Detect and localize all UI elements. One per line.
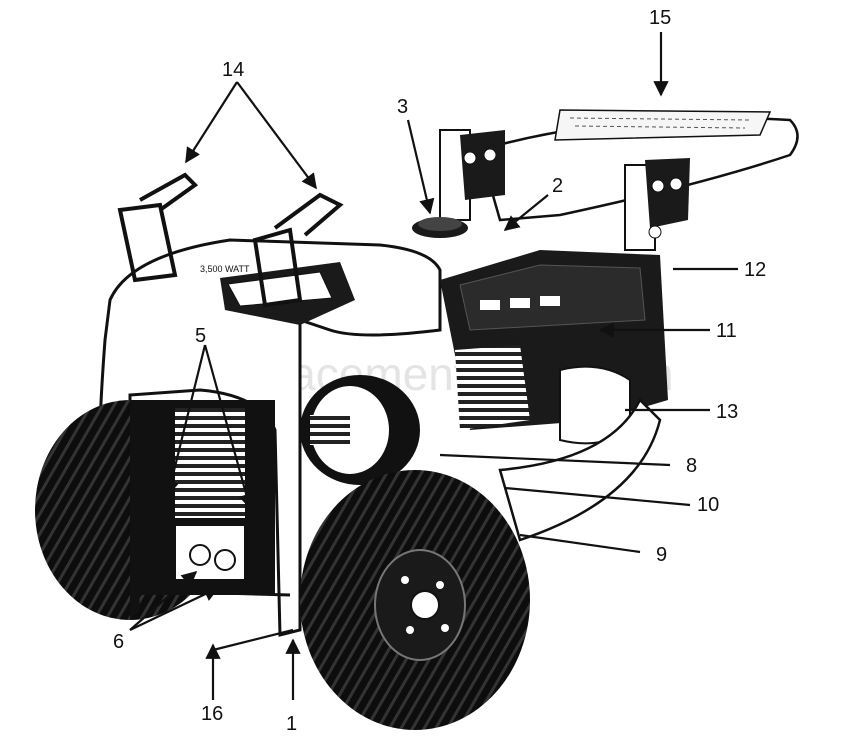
- callout-8: 8: [686, 455, 697, 477]
- callout-11: 11: [716, 320, 737, 342]
- lifting-handles: [117, 172, 344, 308]
- callout-14: 14: [222, 59, 244, 81]
- handle-assembly: [439, 109, 799, 251]
- right-wheel: [300, 470, 530, 730]
- rear-frame-rail: [498, 397, 662, 542]
- fuel-cap: [412, 217, 468, 238]
- callout-5: 5: [195, 325, 206, 347]
- callout-9: 9: [656, 544, 667, 566]
- control-panel: 3,500 WATT: [200, 262, 355, 325]
- engine: [440, 250, 668, 445]
- callout-2: 2: [552, 175, 563, 197]
- callout-13: 13: [716, 401, 738, 423]
- callout-6: 6: [113, 631, 124, 653]
- callout-labels: 1 2 3 5 6 8 9 10 11 12 13 14 15 16: [113, 7, 766, 735]
- callout-15: 15: [649, 7, 671, 29]
- callout-3: 3: [397, 96, 408, 118]
- callout-12: 12: [744, 259, 766, 281]
- callout-10: 10: [697, 494, 719, 516]
- panel-label: 3,500 WATT: [200, 264, 250, 274]
- callout-leaders: [129, 32, 738, 700]
- callout-1: 1: [286, 713, 297, 735]
- callout-16: 16: [201, 703, 223, 725]
- front-panel: [130, 400, 275, 595]
- alternator: [300, 375, 420, 485]
